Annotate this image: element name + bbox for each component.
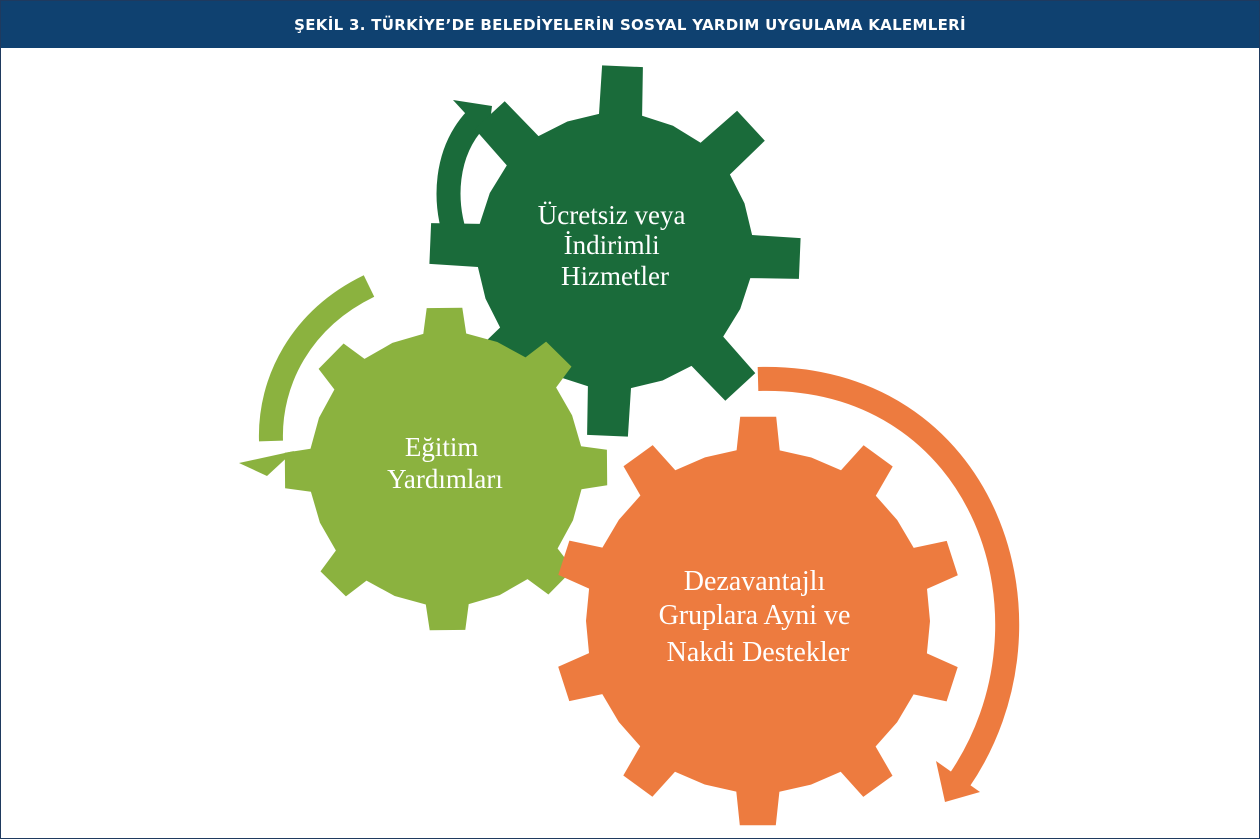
cycle-arrow-lightgreen	[239, 275, 375, 476]
gear-free-discounted-services	[429, 65, 801, 437]
gear-label-education-aid: Eğitim Yardımları	[387, 432, 503, 494]
gear-label-disadvantaged-groups-support: Dezavantajlı Gruplara Ayni ve Nakdi Dest…	[659, 566, 858, 668]
figure-header: ŞEKİL 3. TÜRKİYE’DE BELEDİYELERİN SOSYAL…	[1, 1, 1259, 48]
gear-label-free-discounted-services: Ücretsiz veya İndirimli Hizmetler	[538, 200, 692, 291]
gear-diagram: Ücretsiz veya İndirimli Hizmetler Eğitim…	[239, 65, 1020, 826]
gear-disadvantaged-groups-support	[558, 416, 958, 826]
gear-education-aid	[284, 307, 608, 631]
cycle-arrow-orange	[757, 366, 1020, 802]
figure-title: ŞEKİL 3. TÜRKİYE’DE BELEDİYELERİN SOSYAL…	[294, 15, 966, 34]
